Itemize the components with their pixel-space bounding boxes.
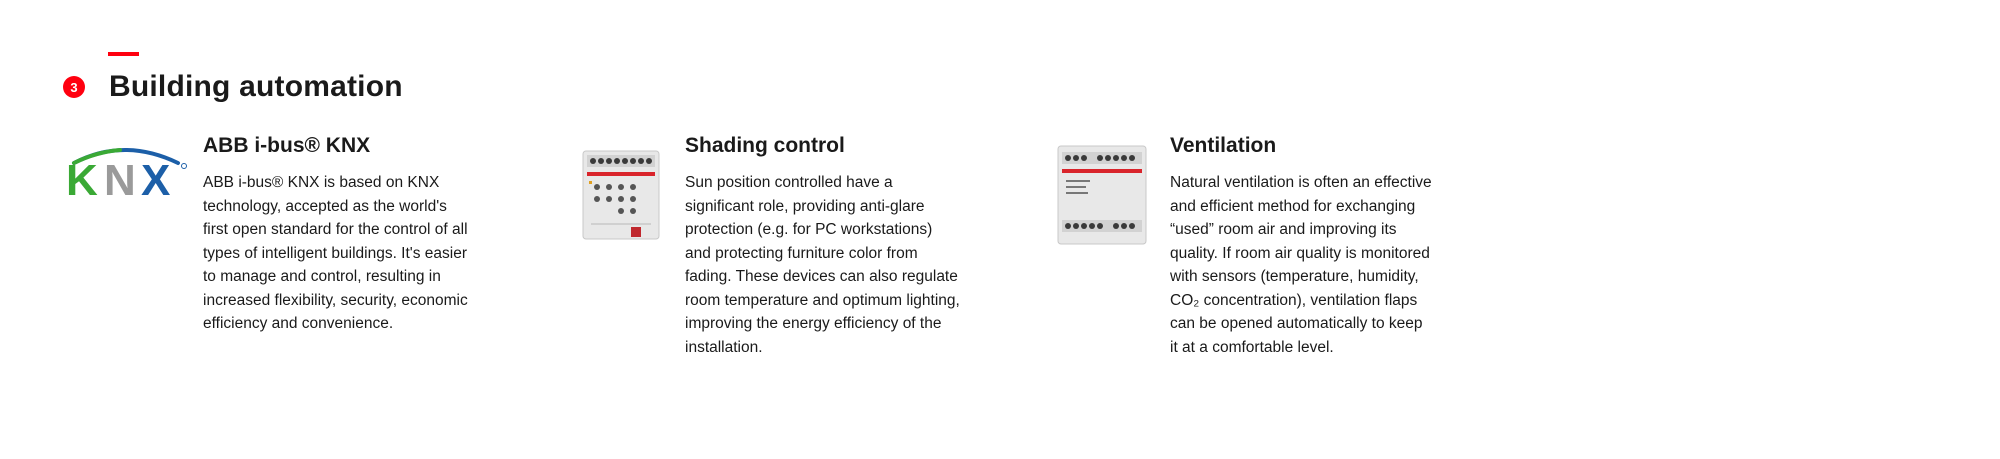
section-header: 3 Building automation	[63, 70, 403, 104]
svg-text:N: N	[104, 156, 136, 199]
accent-bar	[108, 52, 139, 56]
column-ventilation: Ventilation Natural ventilation is often…	[1170, 128, 1500, 359]
column-knx: ABB i-bus® KNX ABB i-bus® KNX is based o…	[203, 128, 523, 336]
column-title: Ventilation	[1170, 134, 1277, 157]
shading-actuator-device	[575, 145, 667, 250]
column-body: Sun position controlled have a significa…	[685, 174, 960, 356]
column-body: Natural ventilation is often an effectiv…	[1170, 174, 1432, 356]
knx-logo-text: K	[66, 156, 98, 199]
knx-logo: K N X	[62, 143, 192, 205]
svg-text:X: X	[141, 156, 170, 199]
step-badge: 3	[63, 76, 85, 98]
page-title: Building automation	[109, 70, 403, 103]
column-title: ABB i-bus® KNX	[203, 134, 371, 157]
column-body: ABB i-bus® KNX is based on KNX technolog…	[203, 174, 468, 332]
column-shading: Shading control Sun position controlled …	[685, 128, 1015, 359]
column-title: Shading control	[685, 134, 845, 157]
ventilation-actuator-device	[1050, 142, 1154, 255]
